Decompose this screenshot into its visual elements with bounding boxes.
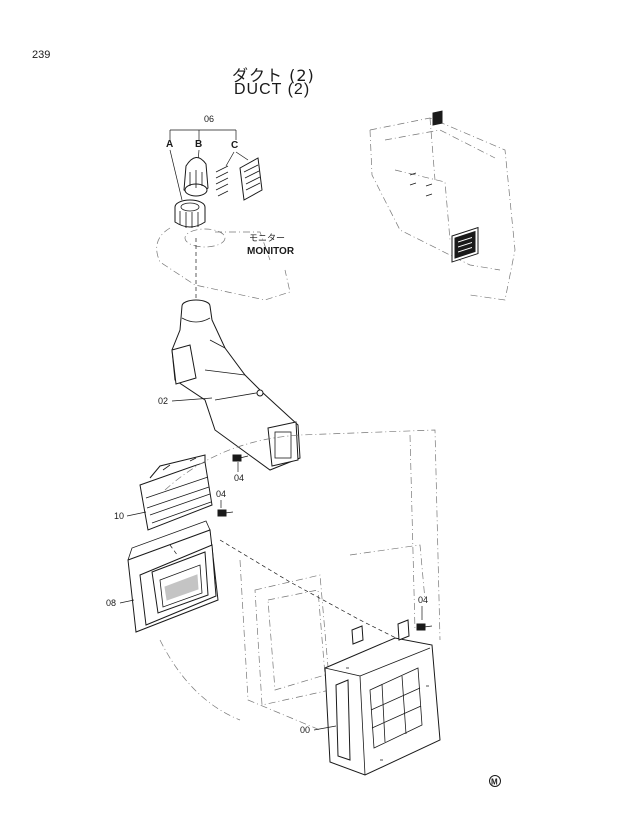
title-english: DUCT (2) (234, 81, 311, 98)
louver-c (215, 157, 263, 201)
screw-04-mid (217, 509, 234, 517)
callout-06: 06 (204, 114, 214, 124)
callout-10: 10 (114, 511, 124, 521)
monitor-label-jp: モニター (249, 233, 285, 243)
monitor-label-en: MONITOR (247, 246, 295, 257)
manufacturer-mark-letter: M (491, 778, 498, 787)
dashboard-outline (156, 227, 291, 330)
callout-04-upper: 04 (234, 473, 244, 483)
louver-b (183, 157, 209, 197)
manufacturer-mark: M (489, 775, 501, 787)
callout-a: A (166, 139, 173, 150)
page-number: 239 (32, 49, 51, 61)
cover-00 (324, 619, 441, 776)
screw-04-upper (232, 454, 249, 462)
cab-interior-outline (369, 110, 516, 301)
title-japanese: ダクト (2) (232, 66, 315, 85)
round-outlet-a (174, 199, 206, 228)
filter-10 (139, 454, 213, 531)
callout-c: C (231, 140, 238, 151)
callout-00: 00 (300, 725, 310, 735)
housing-08 (127, 520, 219, 633)
callout-06-bracket: 06 A B C (166, 114, 249, 201)
callout-08: 08 (106, 598, 116, 608)
cab-panel-outline (159, 429, 441, 731)
duct-02 (171, 299, 301, 471)
callout-04-mid: 04 (216, 489, 226, 499)
screw-04-right (416, 623, 433, 631)
callout-b: B (195, 139, 202, 150)
callout-02: 02 (158, 396, 168, 406)
callout-04-right: 04 (418, 595, 428, 605)
